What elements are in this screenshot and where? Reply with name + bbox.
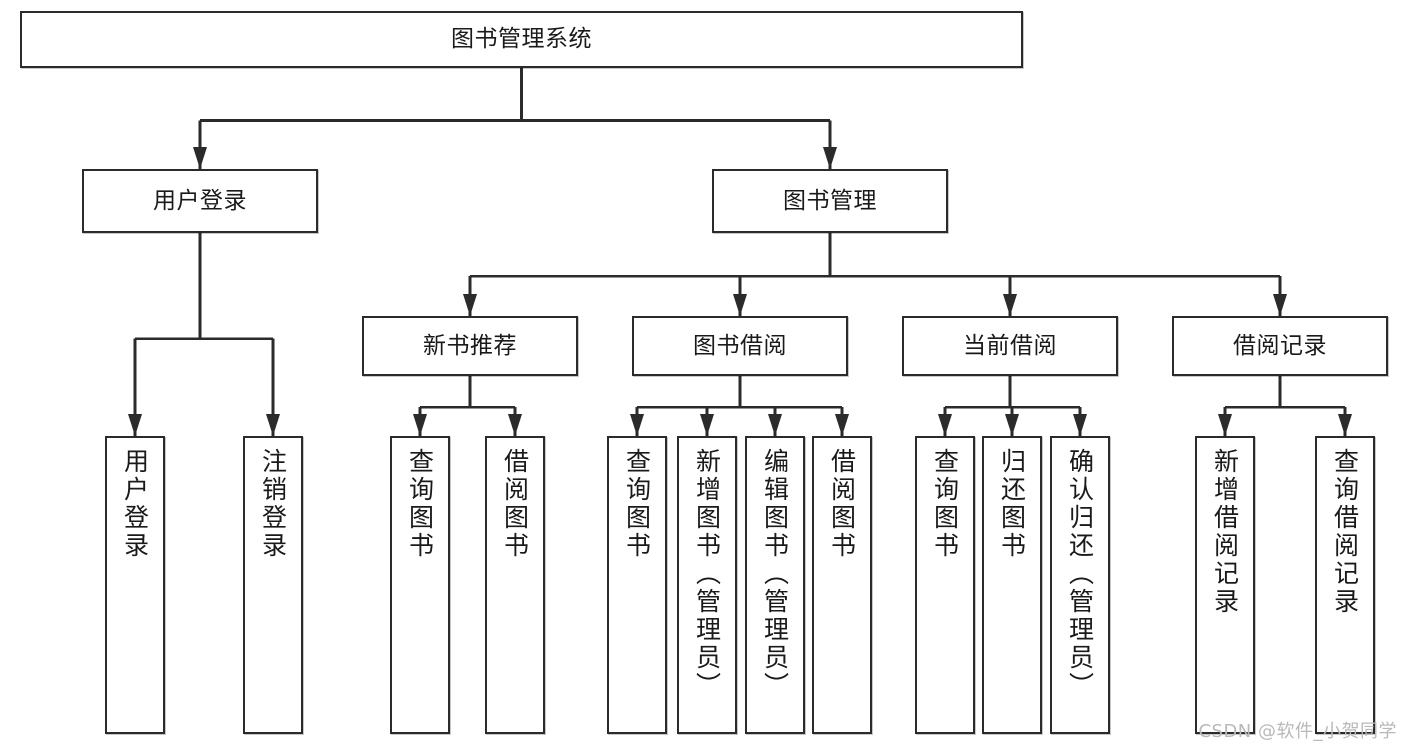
node-leaf-query-book-1-label: 查询图书 [405,448,435,560]
node-leaf-user-login[interactable]: 用户登录 [105,436,165,734]
node-borrow-record[interactable]: 借阅记录 [1172,316,1388,376]
node-leaf-user-login-label: 用户登录 [120,448,150,560]
node-leaf-return-book[interactable]: 归还图书 [982,436,1042,734]
node-leaf-borrow-book-1[interactable]: 借阅图书 [485,436,545,734]
node-leaf-borrow-book-1-label: 借阅图书 [500,448,530,560]
node-leaf-confirm-return-label: 确认归还（管理员） [1065,448,1095,700]
node-leaf-return-book-label: 归还图书 [997,448,1027,560]
node-leaf-add-book[interactable]: 新增图书（管理员） [677,436,737,734]
node-user-login-label: 用户登录 [153,187,247,214]
node-leaf-query-record-label: 查询借阅记录 [1330,448,1360,616]
node-leaf-query-record[interactable]: 查询借阅记录 [1315,436,1375,734]
node-leaf-query-book-2-label: 查询图书 [622,448,652,560]
node-leaf-edit-book-label: 编辑图书（管理员） [760,448,790,700]
node-book-borrow[interactable]: 图书借阅 [632,316,848,376]
node-root[interactable]: 图书管理系统 [20,11,1023,68]
node-leaf-query-book-1[interactable]: 查询图书 [390,436,450,734]
node-leaf-borrow-book-2-label: 借阅图书 [827,448,857,560]
node-leaf-user-logout[interactable]: 注销登录 [243,436,303,734]
node-leaf-confirm-return[interactable]: 确认归还（管理员） [1050,436,1110,734]
node-current-borrow[interactable]: 当前借阅 [902,316,1118,376]
node-leaf-add-record-label: 新增借阅记录 [1210,448,1240,616]
node-leaf-user-logout-label: 注销登录 [258,448,288,560]
node-book-manage-label: 图书管理 [783,187,877,214]
node-user-login[interactable]: 用户登录 [82,169,318,233]
node-leaf-query-book-2[interactable]: 查询图书 [607,436,667,734]
node-book-manage[interactable]: 图书管理 [712,169,948,233]
node-leaf-query-book-3[interactable]: 查询图书 [915,436,975,734]
node-new-book-recommend-label: 新书推荐 [423,332,517,359]
node-leaf-add-book-label: 新增图书（管理员） [692,448,722,700]
node-leaf-query-book-3-label: 查询图书 [930,448,960,560]
watermark-text: CSDN @软件_小贺同学 [1198,721,1397,742]
node-borrow-record-label: 借阅记录 [1233,332,1327,359]
node-new-book-recommend[interactable]: 新书推荐 [362,316,578,376]
node-current-borrow-label: 当前借阅 [963,332,1057,359]
node-book-borrow-label: 图书借阅 [693,332,787,359]
node-leaf-add-record[interactable]: 新增借阅记录 [1195,436,1255,734]
node-leaf-borrow-book-2[interactable]: 借阅图书 [812,436,872,734]
node-leaf-edit-book[interactable]: 编辑图书（管理员） [745,436,805,734]
node-root-label: 图书管理系统 [451,26,592,53]
